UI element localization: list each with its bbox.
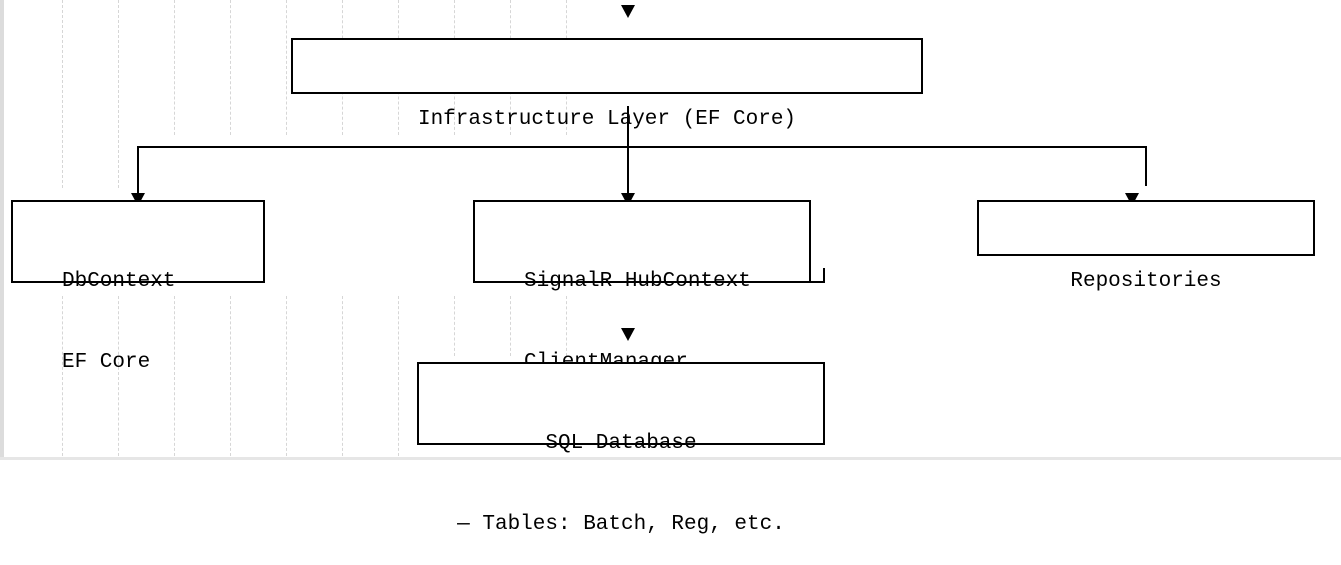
database-line-1: SQL Database xyxy=(545,432,697,455)
infrastructure-layer-box: Infrastructure Layer (EF Core) xyxy=(291,38,923,131)
bottom-edge xyxy=(0,457,1341,460)
repositories-box: Repositories xyxy=(977,200,1315,293)
database-line-2: — Tables: Batch, Reg, etc. xyxy=(457,513,785,536)
dbcontext-line-2: EF Core xyxy=(62,351,151,374)
right-drop-connector xyxy=(1145,146,1147,186)
sql-database-box: SQL Database — Tables: Batch, Reg, etc. xyxy=(417,362,825,536)
dbcontext-line-1: DbContext xyxy=(62,270,176,293)
top-incoming-arrow xyxy=(621,5,635,18)
database-arrow xyxy=(621,328,635,341)
infrastructure-layer-label: Infrastructure Layer (EF Core) xyxy=(417,108,797,131)
left-drop-connector xyxy=(137,146,139,194)
horizontal-connector xyxy=(137,146,1147,148)
repositories-label: Repositories xyxy=(1070,270,1222,293)
signalr-box-bottom-border xyxy=(473,281,825,283)
signalr-box-notch xyxy=(823,268,825,283)
signalr-box: SignalR HubContext ClientManager xyxy=(473,200,811,374)
left-edge xyxy=(0,0,4,460)
trunk-connector xyxy=(627,106,629,194)
dbcontext-box: DbContext EF Core xyxy=(11,200,265,374)
